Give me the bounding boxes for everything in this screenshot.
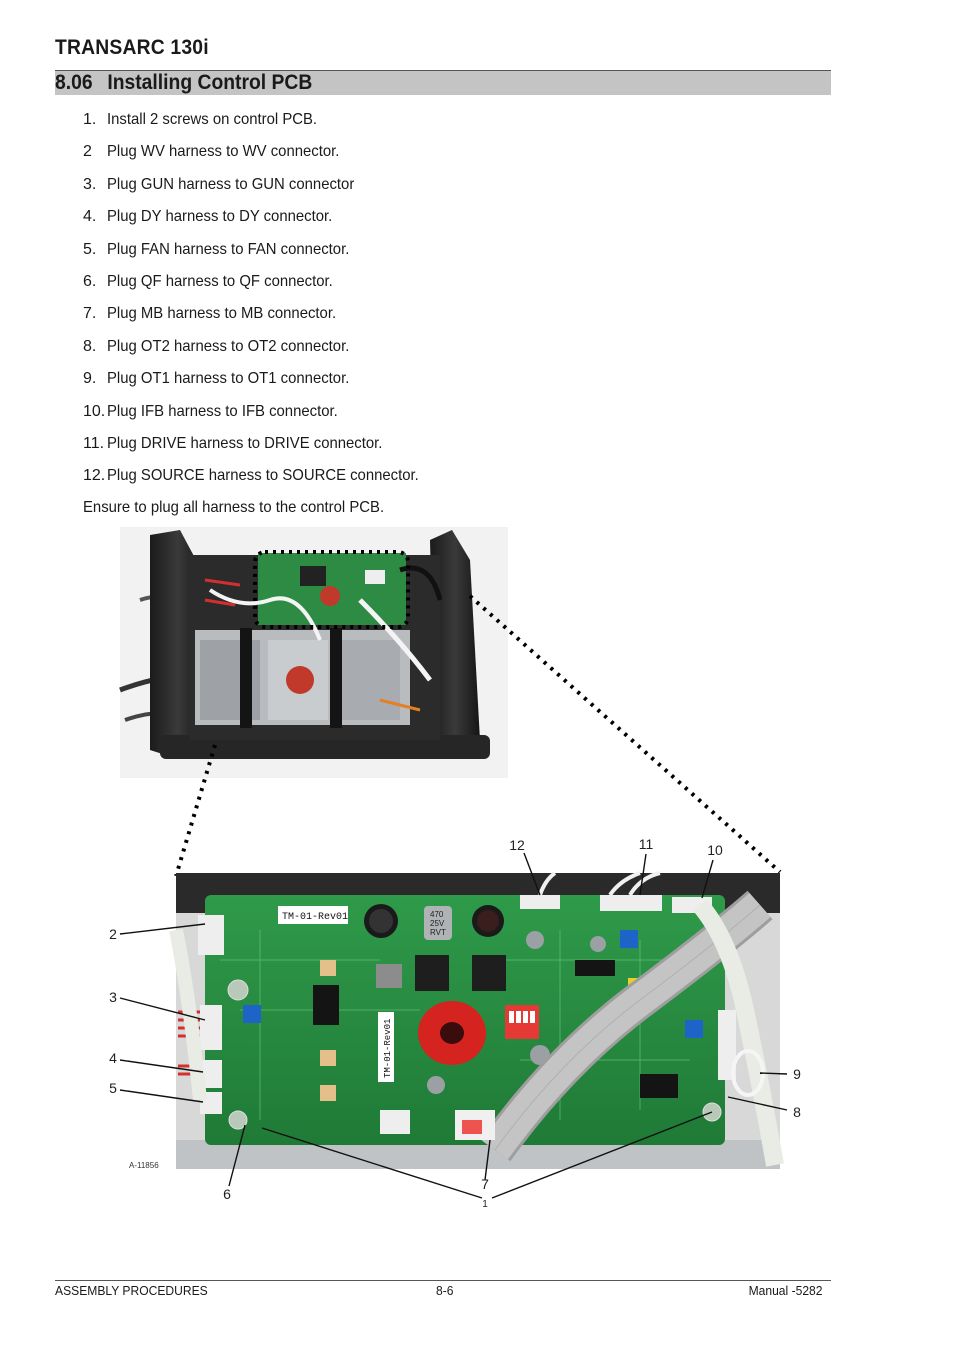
callout-9: 9 [793, 1066, 801, 1082]
section-heading: 8.06 Installing Control PCB [55, 71, 312, 95]
pcb-label-top: TM-01-Rev01 [282, 912, 348, 923]
zoom-guide-left [174, 744, 217, 877]
section-heading-bar: 8.06 Installing Control PCB [55, 70, 831, 95]
section-title: Installing Control PCB [107, 71, 313, 94]
callout-10: 10 [707, 842, 723, 858]
pcb-label-mid: TM-01-Rev01 [383, 1019, 393, 1078]
callout-8: 8 [793, 1104, 801, 1120]
step-item: 11.Plug DRIVE harness to DRIVE connector… [83, 434, 383, 452]
pcb-closeup-photo: TM-01-Rev01 TM-01-Rev01 470 25V RVT [169, 871, 784, 1169]
footer-page-number: 8-6 [436, 1283, 454, 1298]
callout-1: 1 [482, 1199, 488, 1210]
step-item: 4.Plug DY harness to DY connector. [83, 208, 333, 226]
callout-11: 11 [638, 836, 654, 852]
step-item: 10.Plug IFB harness to IFB connector. [83, 402, 338, 420]
zoom-guide-right [468, 594, 782, 874]
step-item: 6.Plug QF harness to QF connector. [83, 272, 333, 290]
cap-label-2: 25V [430, 919, 445, 928]
figure-id: A-11856 [129, 1161, 159, 1170]
step-item: 5.Plug FAN harness to FAN connector. [83, 240, 350, 258]
step-item: 3.Plug GUN harness to GUN connector [83, 175, 355, 193]
footer-section: ASSEMBLY PROCEDURES [55, 1283, 208, 1298]
step-item: 7.Plug MB harness to MB connector. [83, 305, 337, 323]
callout-5: 5 [109, 1080, 117, 1096]
step-item: 12.Plug SOURCE harness to SOURCE connect… [83, 467, 419, 485]
callout-12: 12 [509, 837, 525, 853]
section-number: 8.06 [55, 71, 93, 94]
welder-photo [119, 527, 508, 778]
footer-manual-number: Manual -5282 [748, 1283, 822, 1298]
callout-7: 7 [481, 1176, 489, 1192]
document-title: TRANSARC 130i [55, 36, 209, 59]
callout-3: 3 [109, 989, 117, 1005]
step-item: 9.Plug OT1 harness to OT1 connector. [83, 370, 350, 388]
callout-4: 4 [109, 1050, 117, 1066]
callout-leaders [119, 852, 788, 1199]
cap-label-3: RVT [430, 928, 446, 937]
callout-6: 6 [223, 1186, 231, 1202]
step-item: 1.Install 2 screws on control PCB. [83, 111, 318, 128]
procedure-note: Ensure to plug all harness to the contro… [83, 499, 385, 516]
footer-divider [55, 1280, 831, 1281]
cap-label-1: 470 [430, 910, 444, 919]
callout-2: 2 [109, 926, 117, 942]
step-item: 8.Plug OT2 harness to OT2 connector. [83, 337, 350, 355]
